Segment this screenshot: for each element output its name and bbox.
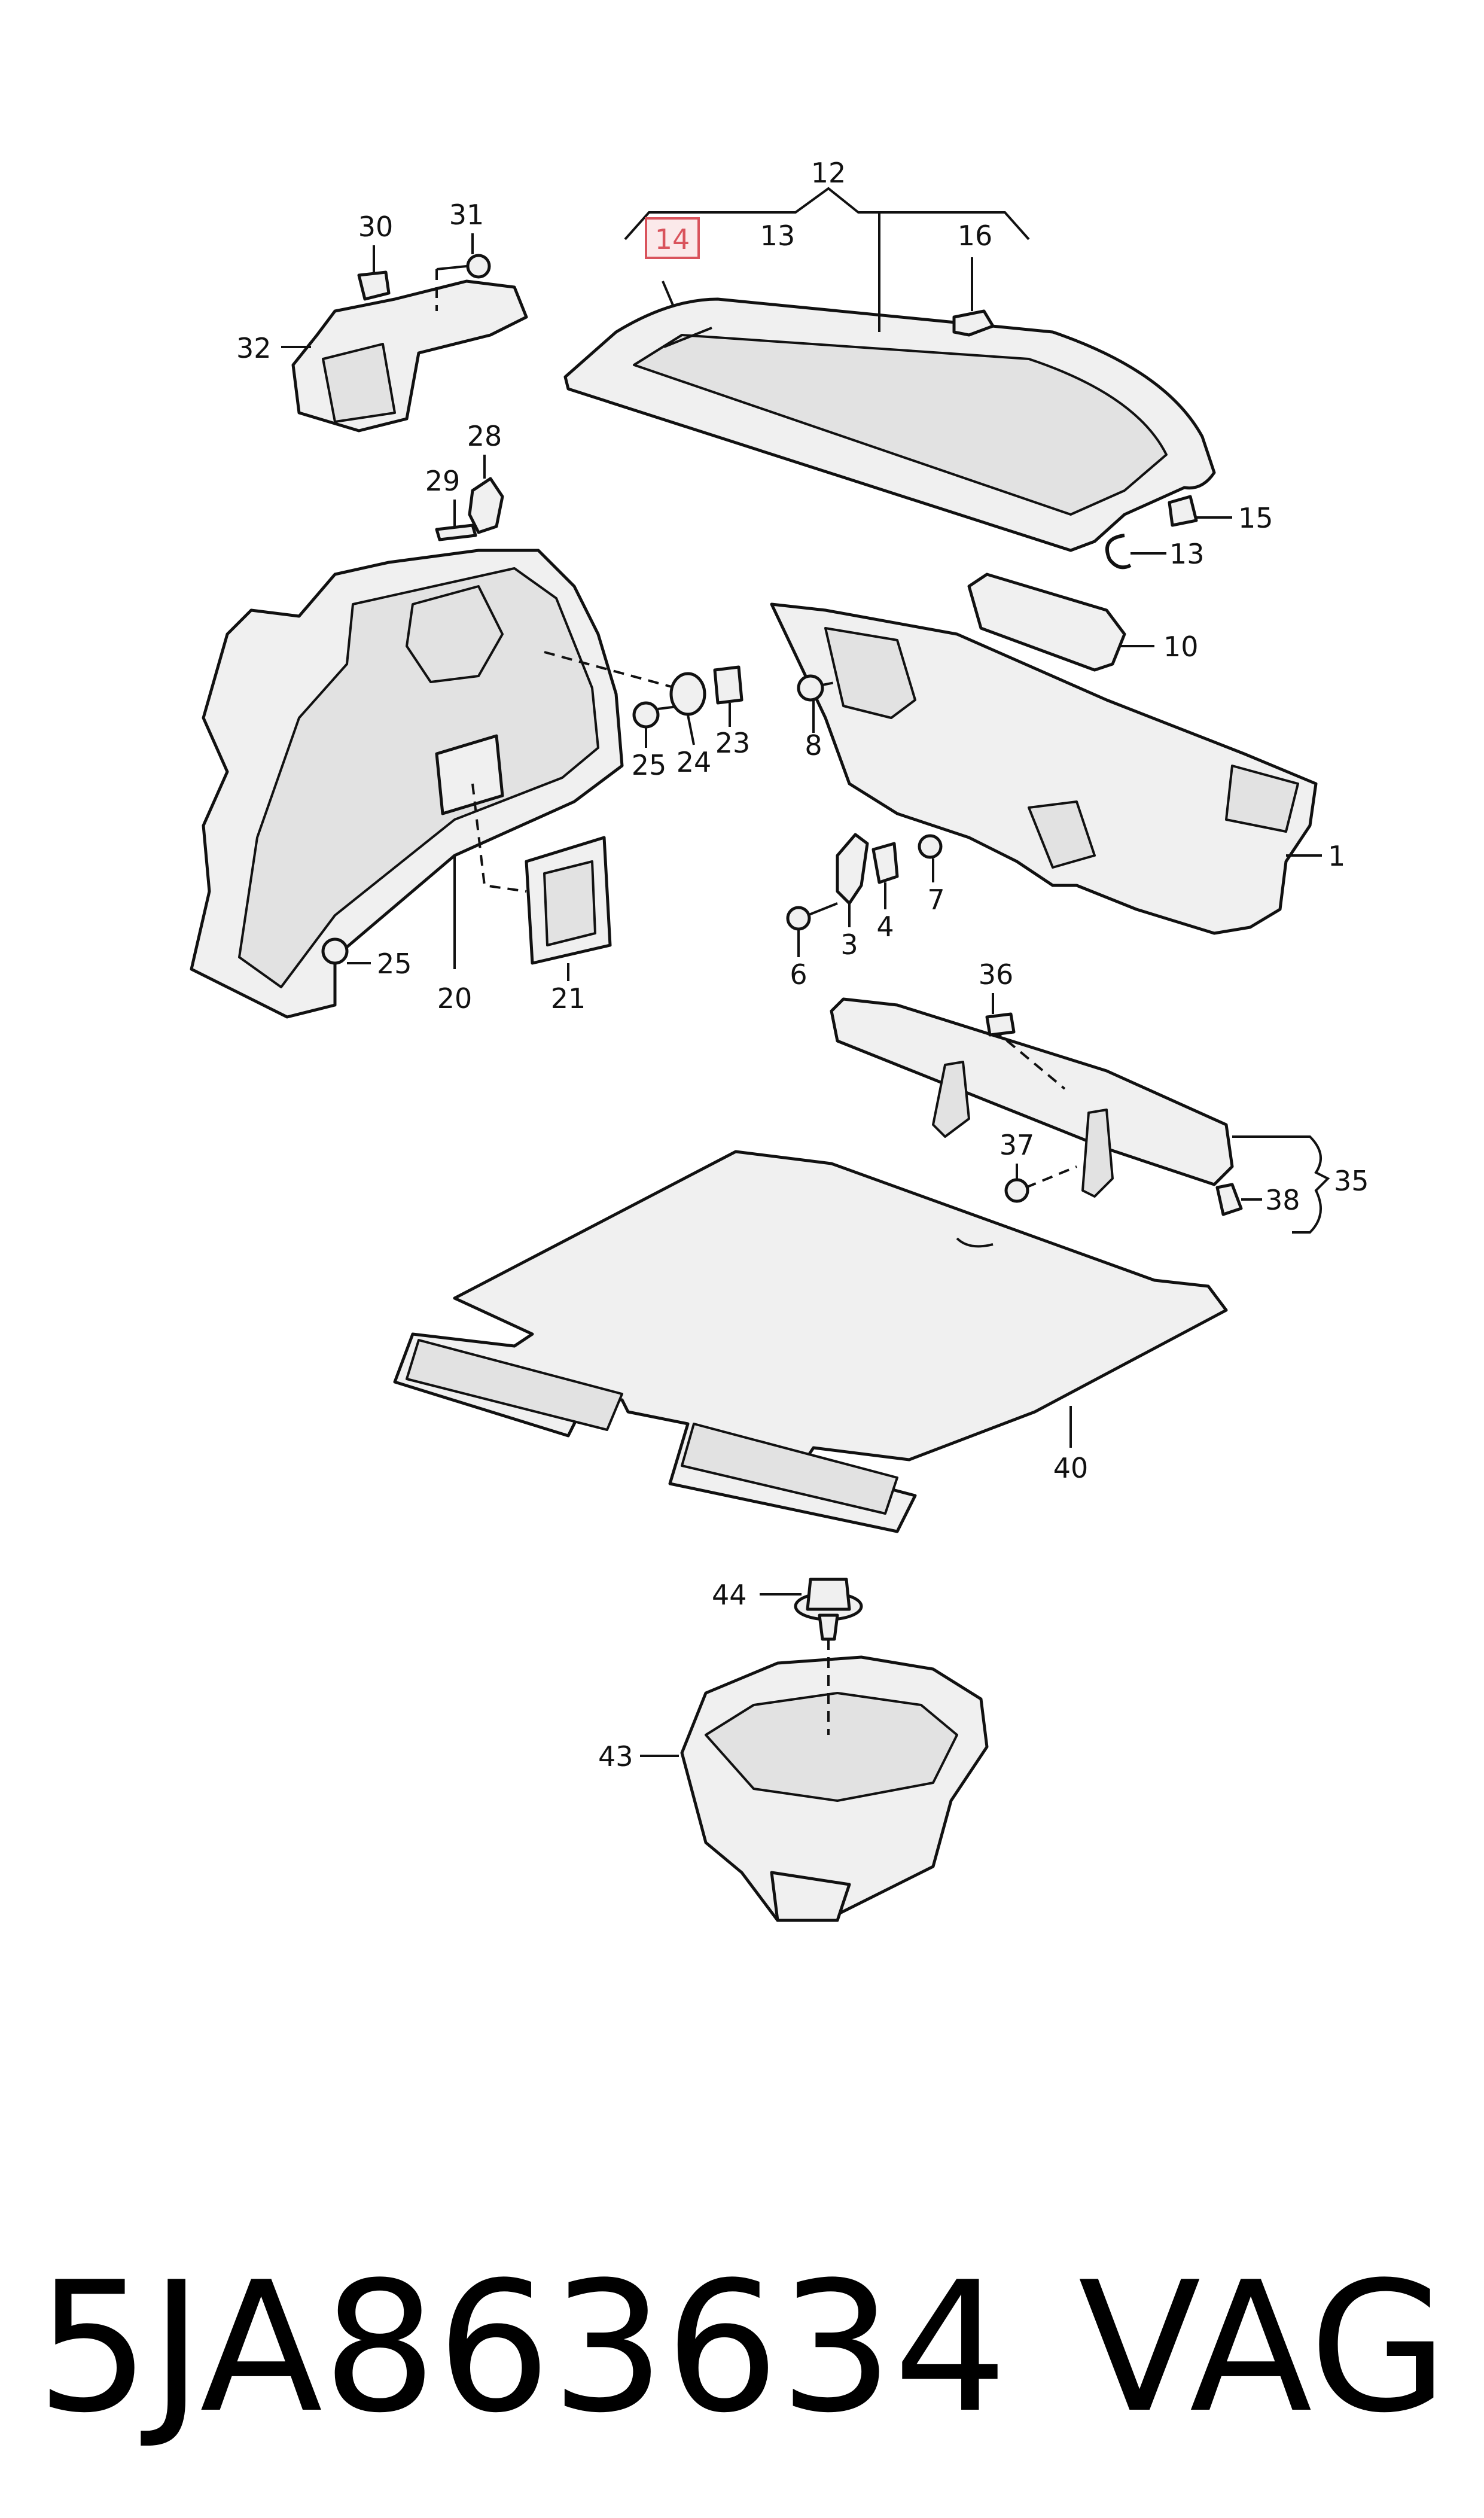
cover-21 — [525, 836, 612, 981]
label-24: 24 — [677, 746, 712, 778]
clip-36 — [985, 993, 1016, 1037]
tool-tray-43 — [640, 1655, 989, 1922]
screw-25-upper — [632, 701, 682, 748]
highlight-box-14 — [645, 217, 700, 259]
grommet-24 — [669, 672, 706, 745]
screw-25-lower — [321, 937, 371, 965]
label-43: 43 — [598, 1740, 633, 1773]
screw-7 — [918, 834, 943, 882]
screw-6 — [786, 902, 838, 957]
wing-bolt-44 — [760, 1578, 863, 1735]
label-44: 44 — [712, 1579, 747, 1611]
label-16: 16 — [958, 220, 993, 252]
label-7: 7 — [927, 884, 944, 916]
clip-30 — [357, 245, 391, 301]
label-29: 29 — [425, 465, 461, 497]
hook-3 — [836, 833, 869, 927]
floor-mat-40 — [393, 1150, 1228, 1533]
part-number: 5JA863634 — [36, 2243, 1008, 2452]
label-4: 4 — [876, 911, 894, 943]
label-37: 37 — [1000, 1129, 1035, 1161]
sill-trim-35 — [830, 997, 1330, 1234]
screw-29 — [435, 500, 477, 541]
label-23: 23 — [715, 727, 751, 759]
screw-31 — [435, 233, 491, 311]
bracket-32 — [281, 279, 528, 433]
label-21: 21 — [551, 982, 586, 1015]
label-40: 40 — [1053, 1452, 1089, 1484]
label-8: 8 — [805, 729, 822, 762]
rear-trim-1 — [770, 602, 1322, 935]
label-38: 38 — [1265, 1184, 1300, 1216]
label-28: 28 — [467, 420, 502, 452]
clip-28 — [468, 455, 504, 534]
label-25-lower: 25 — [377, 948, 412, 980]
clip-23 — [713, 665, 743, 727]
label-25-upper: 25 — [632, 749, 667, 781]
clip-4 — [871, 842, 899, 909]
label-36: 36 — [979, 958, 1014, 991]
clip-15 — [1168, 495, 1232, 527]
brand-name: VAG — [1078, 2243, 1448, 2452]
side-trim-20 — [190, 549, 677, 1019]
label-1: 1 — [1328, 840, 1345, 872]
label-13-hook: 13 — [1169, 538, 1205, 570]
clip-37 — [1004, 1164, 1077, 1203]
handle-10 — [967, 573, 1154, 672]
label-20: 20 — [437, 982, 473, 1015]
clip-16 — [952, 257, 995, 337]
label-32: 32 — [236, 332, 272, 364]
label-13-top: 13 — [760, 220, 796, 252]
label-12: 12 — [811, 157, 846, 189]
clip-8 — [797, 674, 838, 733]
callout-labels: 12 14 13 16 15 13 30 31 32 28 29 10 8 25… — [236, 157, 1369, 1773]
label-6: 6 — [790, 958, 807, 991]
label-31: 31 — [449, 199, 484, 231]
label-10: 10 — [1163, 631, 1199, 663]
hook-13 — [1105, 534, 1166, 570]
clip-38 — [1215, 1183, 1262, 1216]
label-3: 3 — [840, 928, 858, 961]
label-14: 14 — [655, 223, 690, 255]
label-35: 35 — [1334, 1165, 1369, 1197]
brace-12 — [624, 187, 1030, 240]
label-30: 30 — [358, 211, 394, 243]
label-15: 15 — [1238, 502, 1273, 534]
parcel-shelf — [563, 281, 1216, 552]
